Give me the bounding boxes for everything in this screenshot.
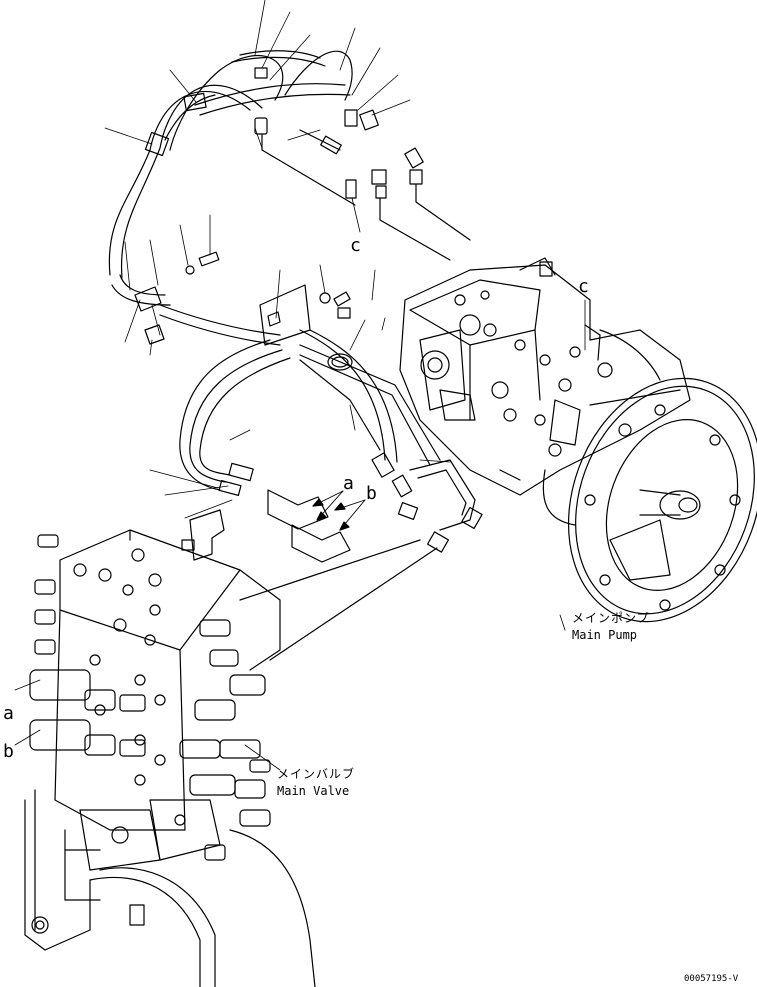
label-b-middle: b <box>366 483 377 504</box>
label-c-upper: c <box>350 235 361 256</box>
leader-lines <box>14 0 586 771</box>
main-valve-label-en: Main Valve <box>277 784 350 798</box>
main-pump-label-en: Main Pump <box>572 628 638 642</box>
label-c-pump: c <box>578 276 589 297</box>
machine-frame <box>24 789 316 987</box>
bolts-and-washers <box>134 251 353 371</box>
mounting-brackets <box>159 284 441 466</box>
main-valve <box>29 529 281 871</box>
label-b-left: b <box>3 741 14 762</box>
label-a-middle: a <box>343 473 354 494</box>
connection-arrows <box>312 490 366 531</box>
hose-bundle <box>108 50 358 306</box>
pump-flywheel-housing <box>567 377 757 623</box>
upper-fittings <box>254 109 471 261</box>
main-pump-label-jp: メインポンプ <box>572 611 650 625</box>
main-valve-label-jp: メインバルブ <box>277 767 356 781</box>
main-pump <box>399 257 691 526</box>
label-a-left: a <box>3 703 14 724</box>
lower-hoses <box>179 329 483 661</box>
drawing-code: 00057195-V <box>684 974 739 984</box>
